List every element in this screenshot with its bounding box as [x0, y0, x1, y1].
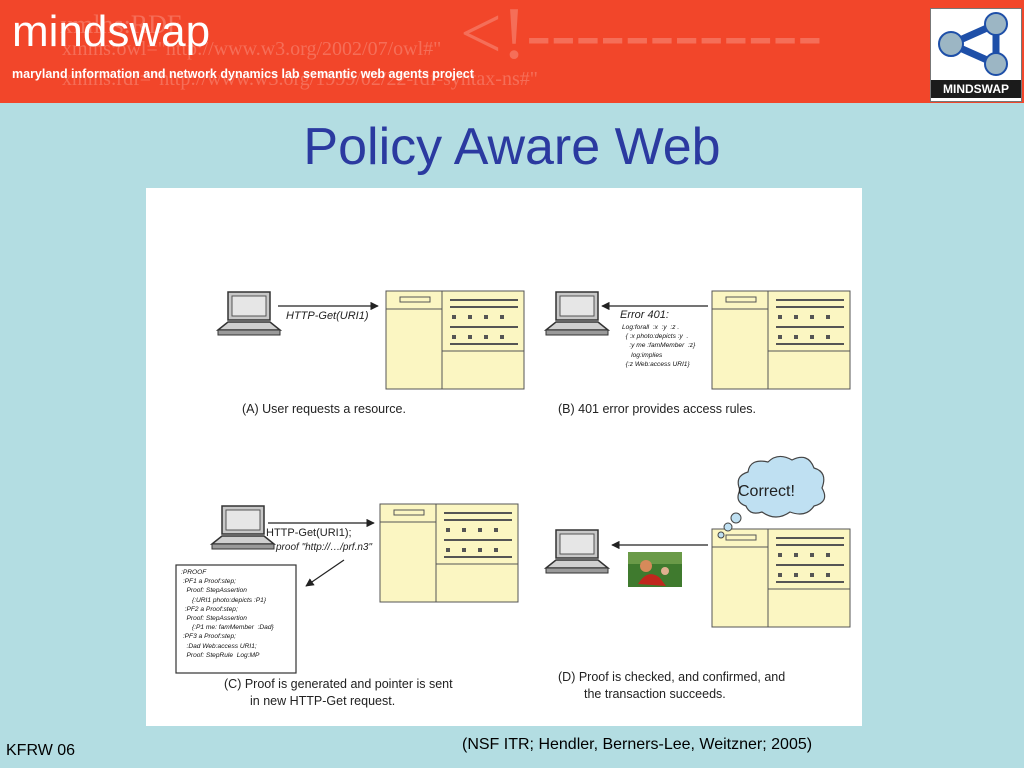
panelC-proof-pointer-arrow	[305, 559, 345, 587]
brand-tagline: maryland information and network dynamic…	[12, 67, 474, 81]
figure-panel: HTTP-Get(URI1) (A) User requests a resou…	[146, 188, 862, 726]
panelC-proof-text: :PROOF :PF1 a Proof:step; Proof: StepAss…	[181, 569, 274, 659]
mindswap-logo: MINDSWAP	[930, 8, 1022, 102]
panelD-caption-line2: the transaction succeeds.	[584, 687, 726, 701]
panelD-bubble-text: Correct!	[738, 483, 795, 500]
panelC-arrow-label: HTTP-Get(URI1);	[266, 527, 352, 539]
footer-citation: (NSF ITR; Hendler, Berners-Lee, Weitzner…	[462, 736, 813, 753]
panelB-laptop-icon	[545, 291, 609, 336]
watermark-line-1: xmlns:RDF	[60, 10, 182, 39]
panelD-photo	[628, 552, 682, 587]
footer-event: KFRW 06	[6, 742, 76, 759]
panelA-arrow-label: HTTP-Get(URI1)	[286, 310, 369, 322]
panelB-error-rules: Log:forall :x :y :z . { :x photo:depicts…	[622, 324, 696, 368]
panelC-proof-box	[175, 564, 297, 674]
brand-name: mindswap	[12, 7, 211, 56]
network-logo-icon	[938, 12, 1008, 76]
watermark-line-4: <!------------	[460, 0, 823, 75]
logo-label: MINDSWAP	[931, 80, 1021, 98]
panelC-caption-line2: in new HTTP-Get request.	[250, 694, 396, 708]
panelD-caption-line1: (D) Proof is checked, and confirmed, and	[558, 670, 786, 684]
panelD-laptop-icon	[545, 529, 609, 574]
panelD-server-icon	[711, 528, 851, 628]
panelA-server-icon	[385, 290, 525, 390]
panelB-caption: (B) 401 error provides access rules.	[558, 402, 756, 416]
panelB-server-icon	[711, 290, 851, 390]
panelA-laptop-icon	[217, 291, 281, 336]
panelB-error-title: Error 401:	[620, 309, 669, 321]
figure-diagram	[175, 290, 851, 674]
panelC-laptop-icon	[211, 505, 275, 550]
thought-bubble	[717, 455, 826, 539]
watermark-line-2: xmlns:owl="http://www.w3.org/2002/07/owl…	[62, 38, 442, 60]
watermark-line-3: xmlns:rdf="http://www.w3.org/1999/02/22-…	[62, 68, 538, 90]
panelC-arrow-sublabel: proof "http://…/prf.n3"	[276, 542, 373, 553]
panelC-caption-line1: (C) Proof is generated and pointer is se…	[224, 677, 453, 691]
slide-title: Policy Aware Web	[303, 118, 721, 176]
panelC-server-icon	[379, 503, 519, 603]
header-banner: xmlns:RDF xmlns:owl="http://www.w3.org/2…	[0, 0, 1024, 103]
panelA-caption: (A) User requests a resource.	[242, 402, 406, 416]
